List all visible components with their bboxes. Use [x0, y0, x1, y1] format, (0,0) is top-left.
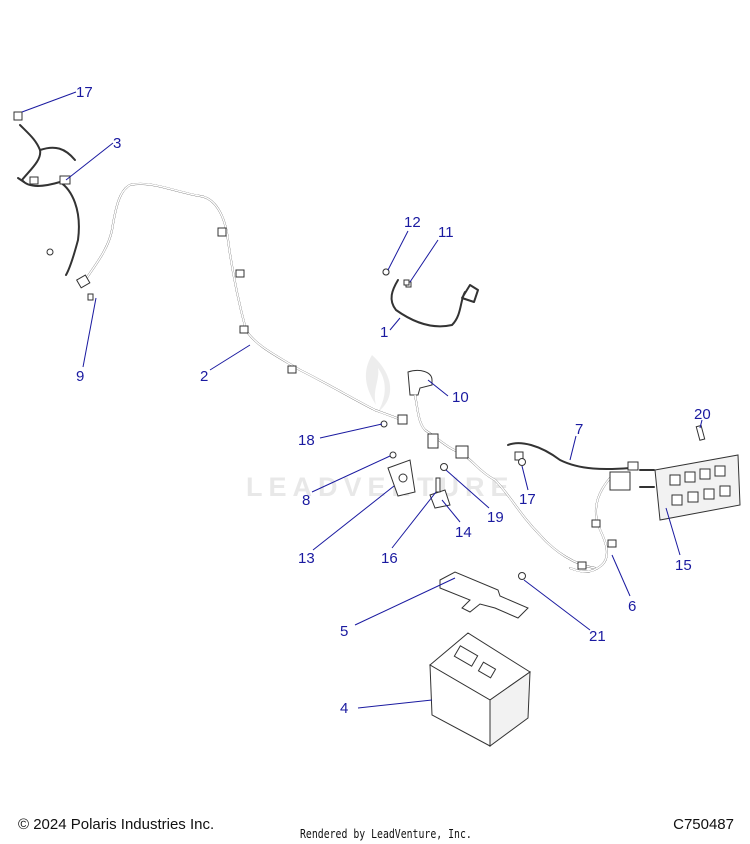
callout-8: 8	[302, 492, 310, 509]
callout-3: 3	[113, 135, 121, 152]
callout-4: 4	[340, 700, 348, 717]
part-17b-nut	[518, 458, 526, 466]
callout-17-mid: 17	[519, 491, 536, 508]
callout-14: 14	[455, 524, 472, 541]
callout-20: 20	[694, 406, 711, 423]
callout-18: 18	[298, 432, 315, 449]
part-1-cable	[382, 268, 479, 328]
callout-21: 21	[589, 628, 606, 645]
callout-2: 2	[200, 368, 208, 385]
callout-11: 11	[438, 224, 454, 241]
part-21-nut	[518, 572, 526, 580]
callout-9: 9	[76, 368, 84, 385]
part-3-harness	[13, 111, 80, 276]
callout-5: 5	[340, 623, 348, 640]
part-11-bolt	[403, 279, 410, 286]
callout-17-top: 17	[76, 84, 93, 101]
part-15-fuse-block	[639, 454, 741, 521]
part-20-pin	[695, 424, 706, 441]
part-13-bracket	[387, 459, 416, 497]
callout-7: 7	[575, 421, 583, 438]
callouts: 17 3 9 2 12 11 1 10 18 8 13 16 14 19 17 …	[76, 84, 711, 717]
callout-6: 6	[628, 598, 636, 615]
callout-19: 19	[487, 509, 504, 526]
part-6-cable	[569, 471, 631, 573]
callout-16: 16	[381, 550, 398, 567]
diagram-code: C750487	[673, 816, 734, 833]
part-2-cable	[75, 182, 408, 425]
part-9-bolt	[87, 293, 94, 301]
callout-1: 1	[380, 324, 388, 341]
part-10-boot	[407, 369, 596, 569]
leader-lines	[21, 91, 703, 709]
part-16-bolt	[435, 477, 441, 493]
part-8-nut	[389, 451, 397, 459]
part-5-hold-down	[439, 571, 529, 619]
part-12-nut	[382, 268, 390, 276]
watermark-logo	[365, 355, 391, 412]
part-14-stud	[429, 489, 451, 509]
callout-13: 13	[298, 550, 315, 567]
part-17a-bolt	[13, 111, 23, 121]
callout-15: 15	[675, 557, 692, 574]
callout-12: 12	[404, 214, 421, 231]
callout-10: 10	[452, 389, 469, 406]
copyright-text: © 2024 Polaris Industries Inc.	[18, 816, 215, 833]
part-19-nut	[440, 463, 448, 471]
rendered-by-text: Rendered by LeadVenture, Inc.	[300, 827, 472, 841]
part-4-battery	[429, 632, 531, 747]
